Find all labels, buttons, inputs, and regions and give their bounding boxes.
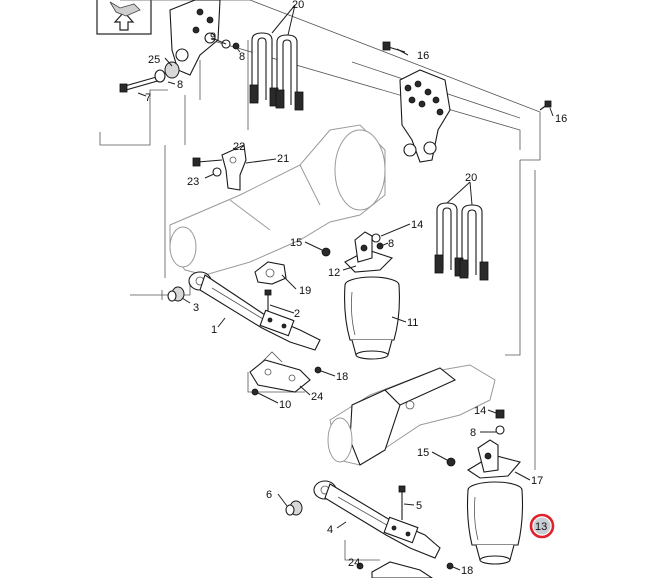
nut-23: [212, 167, 222, 177]
highlight-ring-13: [529, 513, 555, 539]
spring-seat-24a: [249, 351, 311, 393]
orientation-box: [96, 0, 152, 35]
upper-left-bracket: [169, 0, 221, 76]
label-5: 5: [416, 500, 422, 512]
leaf-spring-4: [313, 480, 441, 559]
u-bolts-upper: [249, 32, 304, 111]
label-8-left: 8: [177, 79, 183, 91]
label-10: 10: [279, 399, 291, 411]
bolt-5: [398, 485, 406, 520]
washer-8a: [221, 39, 240, 50]
label-13: 13: [535, 521, 547, 533]
nut-18a: [314, 366, 322, 374]
air-spring-bracket-12: [344, 231, 394, 273]
bushing-25: [154, 61, 180, 83]
frame-reference-lines: [99, 0, 541, 561]
bushing-3: [167, 286, 185, 302]
up-arrow-icon: [113, 11, 135, 31]
label-14-upper: 14: [411, 219, 423, 231]
upper-right-bracket: [399, 69, 451, 163]
label-1: 1: [211, 324, 217, 336]
label-22: 22: [233, 141, 245, 153]
label-25: 25: [148, 54, 160, 66]
label-8-upper: 8: [239, 51, 245, 63]
air-spring-13: [466, 481, 524, 565]
u-bolts-right: [434, 202, 489, 281]
mount-plate-19: [254, 261, 287, 285]
front-axle-housing: [169, 124, 386, 276]
rear-axle-housing: [327, 364, 496, 466]
label-23: 23: [187, 176, 199, 188]
bolt-16b: [539, 100, 552, 111]
label-4: 4: [327, 524, 333, 536]
label-2: 2: [294, 308, 300, 320]
label-18-upper: 18: [336, 371, 348, 383]
nut-18b: [446, 562, 454, 570]
nut-15b: [446, 457, 456, 467]
spring-seat-24b: [356, 561, 433, 578]
label-18-lower: 18: [461, 565, 473, 577]
label-12: 12: [328, 267, 340, 279]
label-8-lower: 8: [470, 427, 476, 439]
label-8-middle: 8: [388, 238, 394, 250]
leaf-spring-1: [188, 271, 321, 351]
nut-10: [251, 388, 259, 396]
label-19: 19: [299, 285, 311, 297]
label-20-right: 20: [465, 172, 477, 184]
part-labels: 20 9 8 25 8 7 16 16 22 21 23 20 14 15 8 …: [145, 0, 567, 577]
label-20-upper: 20: [292, 0, 304, 11]
leader-lines: [137, 4, 554, 571]
air-spring-bracket-17: [466, 409, 521, 479]
bolt-16a: [382, 41, 406, 53]
label-9: 9: [210, 31, 216, 43]
label-3: 3: [193, 302, 199, 314]
highlight-fill-13: [533, 517, 551, 535]
label-14-lower: 14: [474, 405, 486, 417]
label-17: 17: [531, 475, 543, 487]
bolt-22: [192, 157, 223, 167]
bracket-21: [221, 144, 247, 191]
bushing-6: [285, 500, 303, 516]
label-24-upper: 24: [311, 391, 323, 403]
label-16-upper: 16: [417, 50, 429, 62]
label-21: 21: [277, 153, 289, 165]
label-24-lower: 24: [348, 557, 360, 569]
label-6: 6: [266, 489, 272, 501]
label-15-lower: 15: [417, 447, 429, 459]
label-7: 7: [145, 92, 151, 104]
air-spring-11: [344, 276, 400, 360]
label-15-upper: 15: [290, 237, 302, 249]
label-16-right: 16: [555, 113, 567, 125]
label-11: 11: [407, 317, 418, 329]
nut-15a: [321, 247, 331, 257]
